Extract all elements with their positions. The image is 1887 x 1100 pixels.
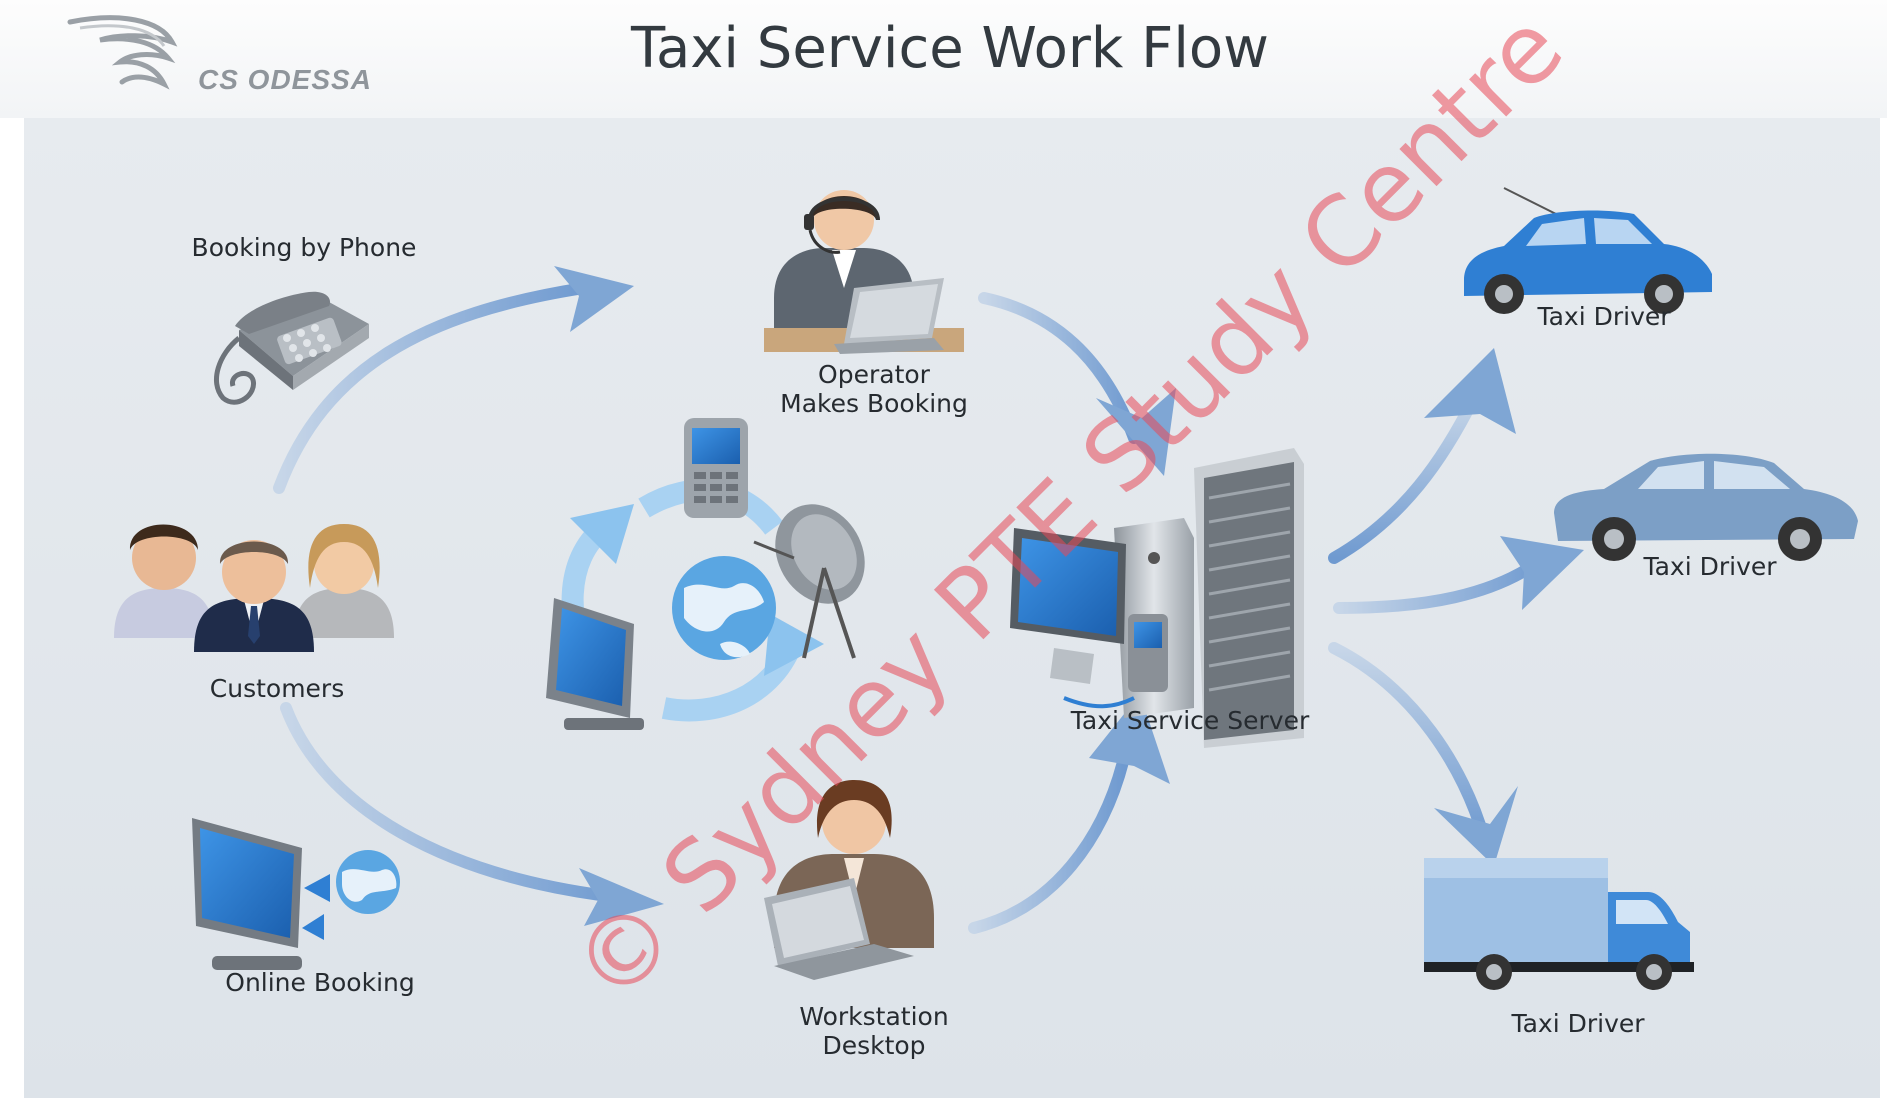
arrow-operator-to-server [978,292,1176,476]
truck-icon [1424,858,1694,990]
label-online-booking: Online Booking [225,968,415,997]
label-taxi-driver-1: Taxi Driver [1537,302,1671,331]
label-taxi-driver-3: Taxi Driver [1511,1009,1645,1038]
arrow-workstation-to-server [968,694,1170,934]
car-icon [1464,187,1712,314]
label-workstation: Workstation Desktop [724,1002,1024,1060]
label-taxi-driver-2: Taxi Driver [1643,552,1777,581]
workstation-icon [764,780,934,980]
label-workstation-line1: Workstation [799,1002,949,1031]
diagram-artwork [114,187,1858,990]
customers-icon [114,524,394,652]
server-icon [1010,448,1304,748]
cs-odessa-logo: CS ODESSA [60,12,371,95]
logo-swoosh-icon [67,15,178,90]
arrow-server-to-driver-3 [1328,642,1518,866]
label-customers: Customers [209,674,345,703]
label-workstation-line2: Desktop [822,1031,926,1060]
page-title: Taxi Service Work Flow [631,16,1269,81]
label-server: Taxi Service Server [1070,706,1310,735]
arrow-server-to-driver-2 [1333,536,1584,614]
network-cluster-icon [546,418,865,730]
label-operator: Operator Makes Booking [724,360,1024,418]
diagram-canvas: Booking by Phone Operator Makes Booking … [24,118,1880,1098]
online-booking-icon [192,818,400,970]
sedan-icon [1554,453,1858,561]
phone-icon [213,291,369,405]
label-operator-line1: Operator [818,360,930,389]
arrow-customers-to-workstation [280,702,664,926]
label-operator-line2: Makes Booking [780,389,968,418]
logo-text: CS ODESSA [198,64,372,95]
operator-icon [764,190,964,354]
label-booking-by-phone: Booking by Phone [191,233,417,262]
arrow-customers-to-operator [273,266,634,494]
header: CS ODESSA Taxi Service Work Flow [0,0,1887,118]
arrow-server-to-driver-1 [1328,348,1516,564]
